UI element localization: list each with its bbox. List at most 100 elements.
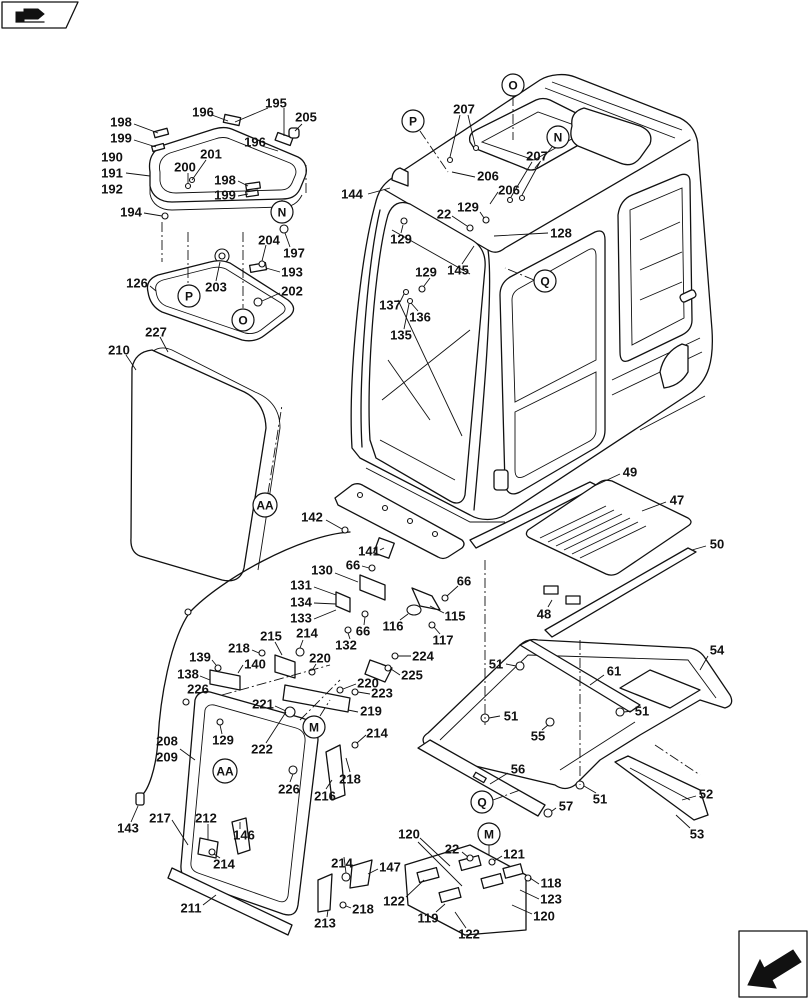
callout-206: 206	[477, 169, 499, 184]
callout-117: 117	[433, 633, 454, 648]
lower-window-brackets	[197, 654, 393, 913]
callout-52: 52	[699, 787, 713, 802]
callout-214: 214	[296, 626, 318, 641]
ref-circle-Q: Q	[470, 790, 494, 814]
bracket-callouts: 142 141 66 130 66 131 134 133 115 116 66…	[290, 510, 471, 653]
callout-194: 194	[120, 205, 142, 220]
callout-22: 22	[445, 842, 459, 857]
callout-116: 116	[383, 619, 404, 634]
callout-136: 136	[409, 310, 431, 325]
callout-210: 210	[108, 343, 130, 358]
callout-121: 121	[503, 847, 525, 862]
harness-142	[135, 531, 351, 806]
callout-192: 192	[101, 182, 123, 197]
callout-139: 139	[189, 650, 211, 665]
ref-circle-Q: Q	[533, 269, 557, 293]
ref-circle-O: O	[231, 308, 255, 332]
callout-122: 122	[458, 927, 480, 942]
svg-text:P: P	[185, 290, 193, 304]
callout-214: 214	[331, 856, 353, 871]
callout-129: 129	[390, 232, 412, 247]
callout-61: 61	[607, 664, 621, 679]
svg-text:M: M	[309, 721, 319, 735]
callout-205: 205	[295, 110, 317, 125]
callout-196: 196	[192, 105, 214, 120]
callout-198: 198	[110, 115, 132, 130]
floor-callouts: 49 47 50 48 54 51 61 51 51 55 56 57 51 5…	[489, 465, 725, 842]
callout-53: 53	[690, 827, 704, 842]
cab-door	[493, 230, 606, 495]
callout-66: 66	[457, 574, 471, 589]
ref-circle-O: O	[501, 73, 525, 97]
svg-text:Q: Q	[540, 275, 549, 289]
callout-203: 203	[205, 280, 227, 295]
callout-218: 218	[339, 772, 361, 787]
callout-137: 137	[379, 298, 401, 313]
cab-rear-window	[611, 173, 706, 431]
callout-190: 190	[101, 150, 123, 165]
ref-circle-N: N	[546, 125, 570, 149]
console-callouts: 120 22 121 214 147 118 122 123 120 119 2…	[314, 827, 562, 942]
callout-215: 215	[260, 629, 282, 644]
console-plate-119	[404, 844, 527, 936]
callout-204: 204	[258, 233, 280, 248]
callout-123: 123	[540, 892, 562, 907]
callout-51: 51	[635, 704, 649, 719]
view-direction-arrow-icon	[738, 930, 808, 998]
callout-223: 223	[371, 686, 393, 701]
ref-circle-P: P	[177, 284, 201, 308]
callout-51: 51	[504, 709, 518, 724]
callout-195: 195	[265, 96, 287, 111]
callout-130: 130	[311, 563, 333, 578]
callout-119: 119	[418, 911, 439, 926]
callout-143: 143	[117, 821, 139, 836]
callout-221: 221	[252, 697, 274, 712]
callout-134: 134	[290, 595, 312, 610]
callout-218: 218	[228, 641, 250, 656]
lower-window-callouts: 215 214 218 224 220 139 140 138 225 226 …	[117, 626, 434, 916]
callout-56: 56	[511, 762, 525, 777]
callout-118: 118	[541, 876, 562, 891]
callout-201: 201	[200, 147, 222, 162]
callout-144: 144	[341, 187, 363, 202]
leader-lines	[125, 107, 709, 929]
callout-212: 212	[195, 811, 217, 826]
ref-circle-M: M	[477, 822, 501, 846]
callout-222: 222	[251, 742, 273, 757]
callout-199: 199	[214, 188, 236, 203]
callout-120: 120	[533, 909, 555, 924]
callout-211: 211	[181, 901, 202, 916]
floor-strip-50	[544, 547, 697, 638]
callout-49: 49	[623, 465, 637, 480]
callout-22: 22	[437, 207, 451, 222]
callout-115: 115	[445, 609, 466, 624]
callout-129: 129	[212, 733, 234, 748]
callout-129: 129	[457, 200, 479, 215]
svg-text:N: N	[554, 131, 563, 145]
callout-200: 200	[174, 160, 196, 175]
floor-front-plate-56	[417, 739, 546, 817]
callout-226: 226	[278, 782, 300, 797]
front-upper-glass	[130, 347, 281, 582]
ref-circle-AA: AA	[212, 758, 238, 784]
callout-133: 133	[290, 611, 312, 626]
callout-209: 209	[156, 750, 178, 765]
callout-142: 142	[301, 510, 323, 525]
svg-text:N: N	[278, 206, 287, 220]
floor-blocks-48	[543, 585, 581, 605]
callout-214: 214	[213, 857, 235, 872]
callout-66: 66	[356, 624, 370, 639]
callout-55: 55	[531, 729, 545, 744]
callout-135: 135	[390, 328, 412, 343]
floor-side-plate-52	[614, 755, 709, 821]
ref-circle-N: N	[270, 200, 294, 224]
callout-57: 57	[559, 799, 573, 814]
ref-circle-M: M	[302, 715, 326, 739]
callout-207: 207	[526, 149, 548, 164]
callout-213: 213	[314, 916, 336, 931]
callout-206: 206	[498, 183, 520, 198]
glass-strip-211	[167, 867, 293, 936]
callout-129: 129	[415, 265, 437, 280]
callout-208: 208	[156, 734, 178, 749]
